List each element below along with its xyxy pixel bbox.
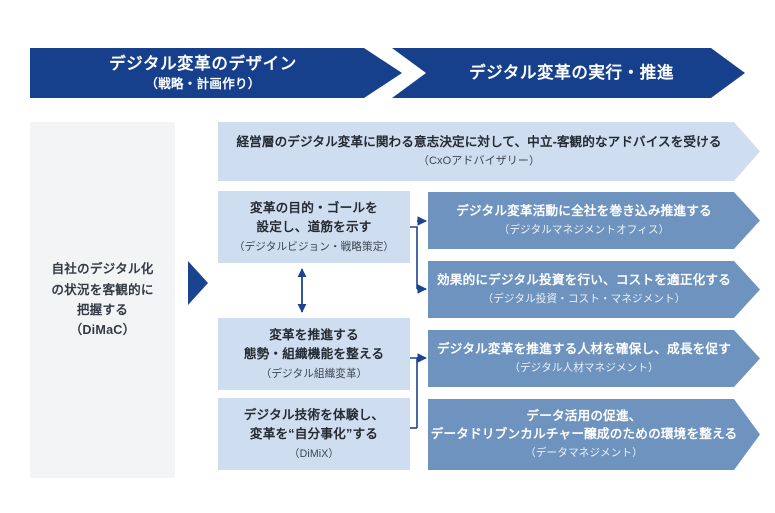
execution-chevron-data-main: データ活用の促進、 データドリブンカルチャー醸成のための環境を整える: [430, 408, 738, 441]
design-box-vision-sub: （デジタルビジョン・戦略策定）: [233, 241, 395, 254]
design-box-dimix-sub: （DiMiX）: [288, 448, 340, 461]
banner-design-phase: デジタル変革のデザイン （戦略・計画作り）: [30, 48, 402, 98]
banner-design-title: デジタル変革のデザイン: [109, 54, 297, 73]
design-box-organization-sub: （デジタル組織変革）: [260, 368, 368, 381]
execution-chevron-talent: デジタル変革を推進する人材を確保し、成長を促す （デジタル人材マネジメント）: [428, 330, 760, 387]
design-box-dimix: デジタル技術を体験し、 変革を“自分事化”する （DiMiX）: [218, 398, 410, 470]
design-box-dimix-main: デジタル技術を体験し、 変革を“自分事化”する: [243, 407, 385, 442]
advisory-sub-text: （CxOアドバイザリー）: [417, 155, 541, 168]
banner-execution-title: デジタル変革の実行・推進: [469, 63, 674, 82]
execution-chevron-dmo-main: デジタル変革活動に全社を巻き込み推進する: [456, 203, 712, 218]
advisory-chevron: 経営層のデジタル変革に関わる意志決定に対して、中立-客観的なアドバイスを受ける …: [218, 122, 760, 181]
assessment-panel: 自社のデジタル化 の状況を客観的に 把握する （DiMaC）: [30, 122, 175, 478]
execution-chevron-talent-main: デジタル変革を推進する人材を確保し、成長を促す: [436, 341, 731, 356]
execution-chevron-investment: 効果的にデジタル投資を行い、コストを適正化する （デジタル投資・コスト・マネジメ…: [428, 261, 760, 318]
execution-chevron-dmo: デジタル変革活動に全社を巻き込み推進する （デジタルマネジメントオフィス）: [428, 192, 760, 249]
connector-vision-to-execution: [410, 216, 427, 294]
design-box-vision: 変革の目的・ゴールを 設定し、道筋を示す （デジタルビジョン・戦略策定）: [218, 191, 410, 263]
banner-design-subtitle: （戦略・計画作り）: [145, 77, 261, 92]
advisory-main-text: 経営層のデジタル変革に関わる意志決定に対して、中立-客観的なアドバイスを受ける: [236, 135, 722, 150]
banner-execution-phase: デジタル変革の実行・推進: [392, 48, 745, 98]
design-box-organization: 変革を推進する 態勢・組織機能を整える （デジタル組織変革）: [218, 318, 410, 390]
design-box-organization-main: 変革を推進する 態勢・組織機能を整える: [243, 327, 385, 362]
connector-organization-to-execution: [410, 353, 427, 429]
design-box-vision-main: 変革の目的・ゴールを 設定し、道筋を示す: [250, 200, 378, 235]
execution-chevron-dmo-sub: （デジタルマネジメントオフィス）: [498, 224, 670, 237]
assessment-panel-text: 自社のデジタル化 の状況を客観的に 把握する （DiMaC）: [51, 262, 154, 338]
execution-chevron-talent-sub: （デジタル人材マネジメント）: [509, 362, 659, 375]
triangle-right-arrow-icon: [188, 261, 208, 305]
execution-chevron-data-sub: （データマネジメント）: [525, 447, 643, 460]
execution-chevron-data: データ活用の促進、 データドリブンカルチャー醸成のための環境を整える （データマ…: [428, 399, 760, 470]
execution-chevron-investment-main: 効果的にデジタル投資を行い、コストを適正化する: [436, 272, 731, 287]
execution-chevron-investment-sub: （デジタル投資・コスト・マネジメント）: [482, 293, 686, 306]
